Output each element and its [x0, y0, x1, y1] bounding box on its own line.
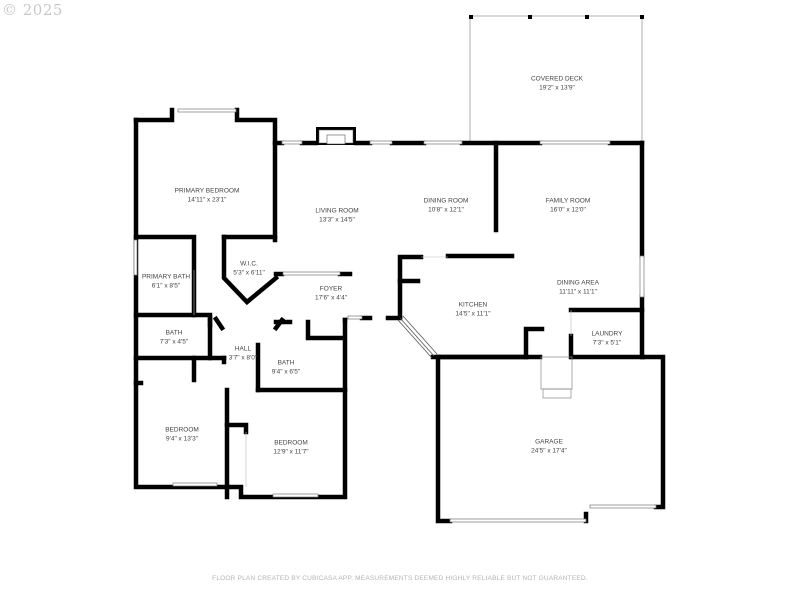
- door-openings: [193, 256, 572, 487]
- room-name: BEDROOM: [165, 426, 199, 434]
- garage-steps: [540, 356, 573, 399]
- windows: [133, 108, 657, 523]
- exterior-walls: [133, 107, 666, 524]
- room-dimensions: 3'7" x 8'0": [228, 354, 258, 361]
- room-dimensions: 14'5" x 11'1": [455, 310, 491, 317]
- room-dimensions: 16'0" x 12'0": [550, 206, 586, 213]
- copyright-watermark: © 2025: [2, 1, 63, 19]
- room-name: KITCHEN: [458, 301, 488, 309]
- room-dimensions: 10'8" x 12'1": [428, 206, 464, 213]
- room-dimensions: 17'6" x 4'4": [314, 294, 348, 301]
- room-label-wic: W.I.C.5'3" x 6'11": [233, 261, 265, 278]
- room-dimensions: 24'5" x 17'4": [531, 447, 567, 454]
- room-dimensions: 9'4" x 13'3": [165, 435, 199, 442]
- room-dimensions: 12'9" x 11'7": [273, 448, 309, 455]
- room-name: COVERED DECK: [530, 75, 584, 83]
- room-dimensions: 5'3" x 6'11": [233, 269, 265, 276]
- room-dimensions: 13'3" x 14'5": [319, 216, 355, 223]
- room-name: W.I.C.: [240, 260, 258, 268]
- room-dimensions: 7'3" x 4'5": [159, 338, 189, 345]
- room-name: BATH: [277, 359, 295, 367]
- deck-posts: [469, 15, 644, 19]
- room-name: HALL: [234, 345, 252, 353]
- room-name: LIVING ROOM: [315, 207, 359, 215]
- room-dimensions: 6'1" x 8'5": [151, 282, 181, 289]
- room-dimensions: 11'11" x 11'1": [559, 288, 597, 295]
- kitchen-angled-window: [397, 315, 438, 359]
- fireplace: [316, 127, 356, 145]
- room-name: PRIMARY BATH: [141, 273, 191, 281]
- room-name: LAUNDRY: [591, 330, 623, 338]
- room-dimensions: 14'11" x 23'1": [187, 196, 227, 203]
- room-name: DINING ROOM: [423, 197, 469, 205]
- room-name: FAMILY ROOM: [545, 197, 591, 205]
- room-dimensions: 7'3" x 5'1": [592, 339, 622, 346]
- footer-disclaimer: FLOOR PLAN CREATED BY CUBICASA APP. MEAS…: [212, 575, 588, 582]
- room-name: BEDROOM: [274, 439, 308, 447]
- room-name: FOYER: [319, 285, 343, 293]
- room-name: BATH: [165, 329, 183, 337]
- room-dimensions: 9'4" x 6'5": [271, 368, 301, 375]
- room-name: DINING AREA: [557, 279, 599, 287]
- room-dimensions: 19'2" x 13'9": [539, 84, 575, 91]
- room-name: PRIMARY BEDROOM: [174, 187, 240, 195]
- room-name: GARAGE: [535, 438, 563, 446]
